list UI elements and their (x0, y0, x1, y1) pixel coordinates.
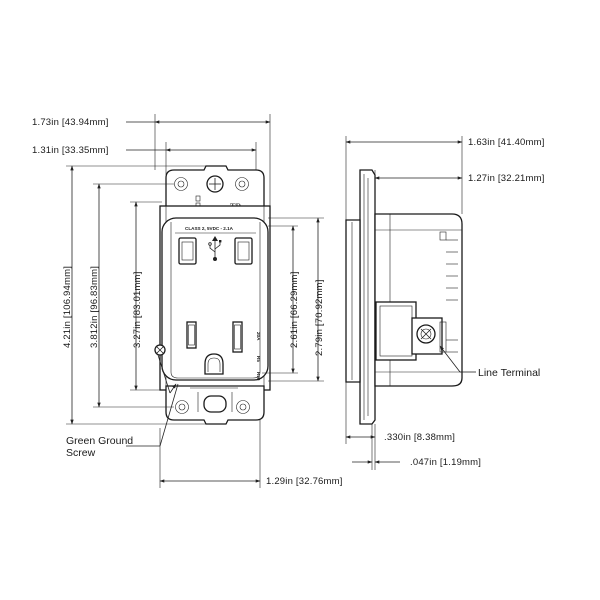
dim-width-screws: 1.31in [33.35mm] (32, 145, 109, 156)
dim-height-screws: 3.812in [96.83mm] (89, 266, 100, 348)
rear-ribs (439, 231, 458, 353)
green-ground-screw-icon (154, 344, 166, 356)
usb-port-left (178, 237, 197, 265)
slot-left (186, 321, 197, 349)
front-view: LEVITON TR CLASS 2, 5VDC - 2.1A (154, 165, 271, 425)
bottom-mounting-ear (165, 385, 265, 425)
top-mounting-ear (165, 165, 265, 211)
ground-hole (204, 353, 224, 375)
dim-strap-offset: .330in [8.38mm] (384, 432, 455, 443)
dim-depth-overall: 1.63in [41.40mm] (468, 137, 545, 148)
usb-symbol-icon (208, 236, 222, 261)
front-dimensions: 1.73in [43.94mm] 1.31in [33.35mm] 4.21in… (32, 114, 343, 488)
callout-green-ground-screw-line2: Screw (66, 447, 96, 459)
mark-20a: 20A (256, 332, 261, 341)
rating-text: CLASS 2, 5VDC - 2.1A (185, 226, 234, 231)
dim-depth-body: 1.27in [32.21mm] (468, 173, 545, 184)
line-terminal-block (375, 301, 417, 361)
dim-face-height-inner: 2.61in [66.29mm] (289, 271, 300, 348)
dim-face-height-outer: 2.79in [70.92mm] (314, 279, 325, 356)
side-strap (359, 169, 376, 425)
side-view (345, 169, 463, 425)
terminal-screw-icon (416, 324, 436, 344)
callout-green-ground-screw: Green Ground (66, 435, 133, 447)
slot-right (232, 321, 243, 353)
dim-strap-thickness: .047in [1.19mm] (410, 457, 481, 468)
dim-face-width: 1.29in [32.76mm] (266, 476, 343, 487)
callout-line-terminal: Line Terminal (478, 367, 540, 379)
side-dimensions: 1.63in [41.40mm] 1.27in [32.21mm] .330in… (345, 136, 545, 470)
mark-r5: R5 (256, 356, 261, 362)
dim-width-overall: 1.73in [43.94mm] (32, 117, 109, 128)
dim-height-housing: 3.27in [83.01mm] (132, 271, 143, 348)
usb-port-right (234, 237, 253, 265)
dim-height-overall: 4.21in [106.94mm] (62, 266, 73, 348)
mark-r90: R90 (256, 372, 261, 381)
